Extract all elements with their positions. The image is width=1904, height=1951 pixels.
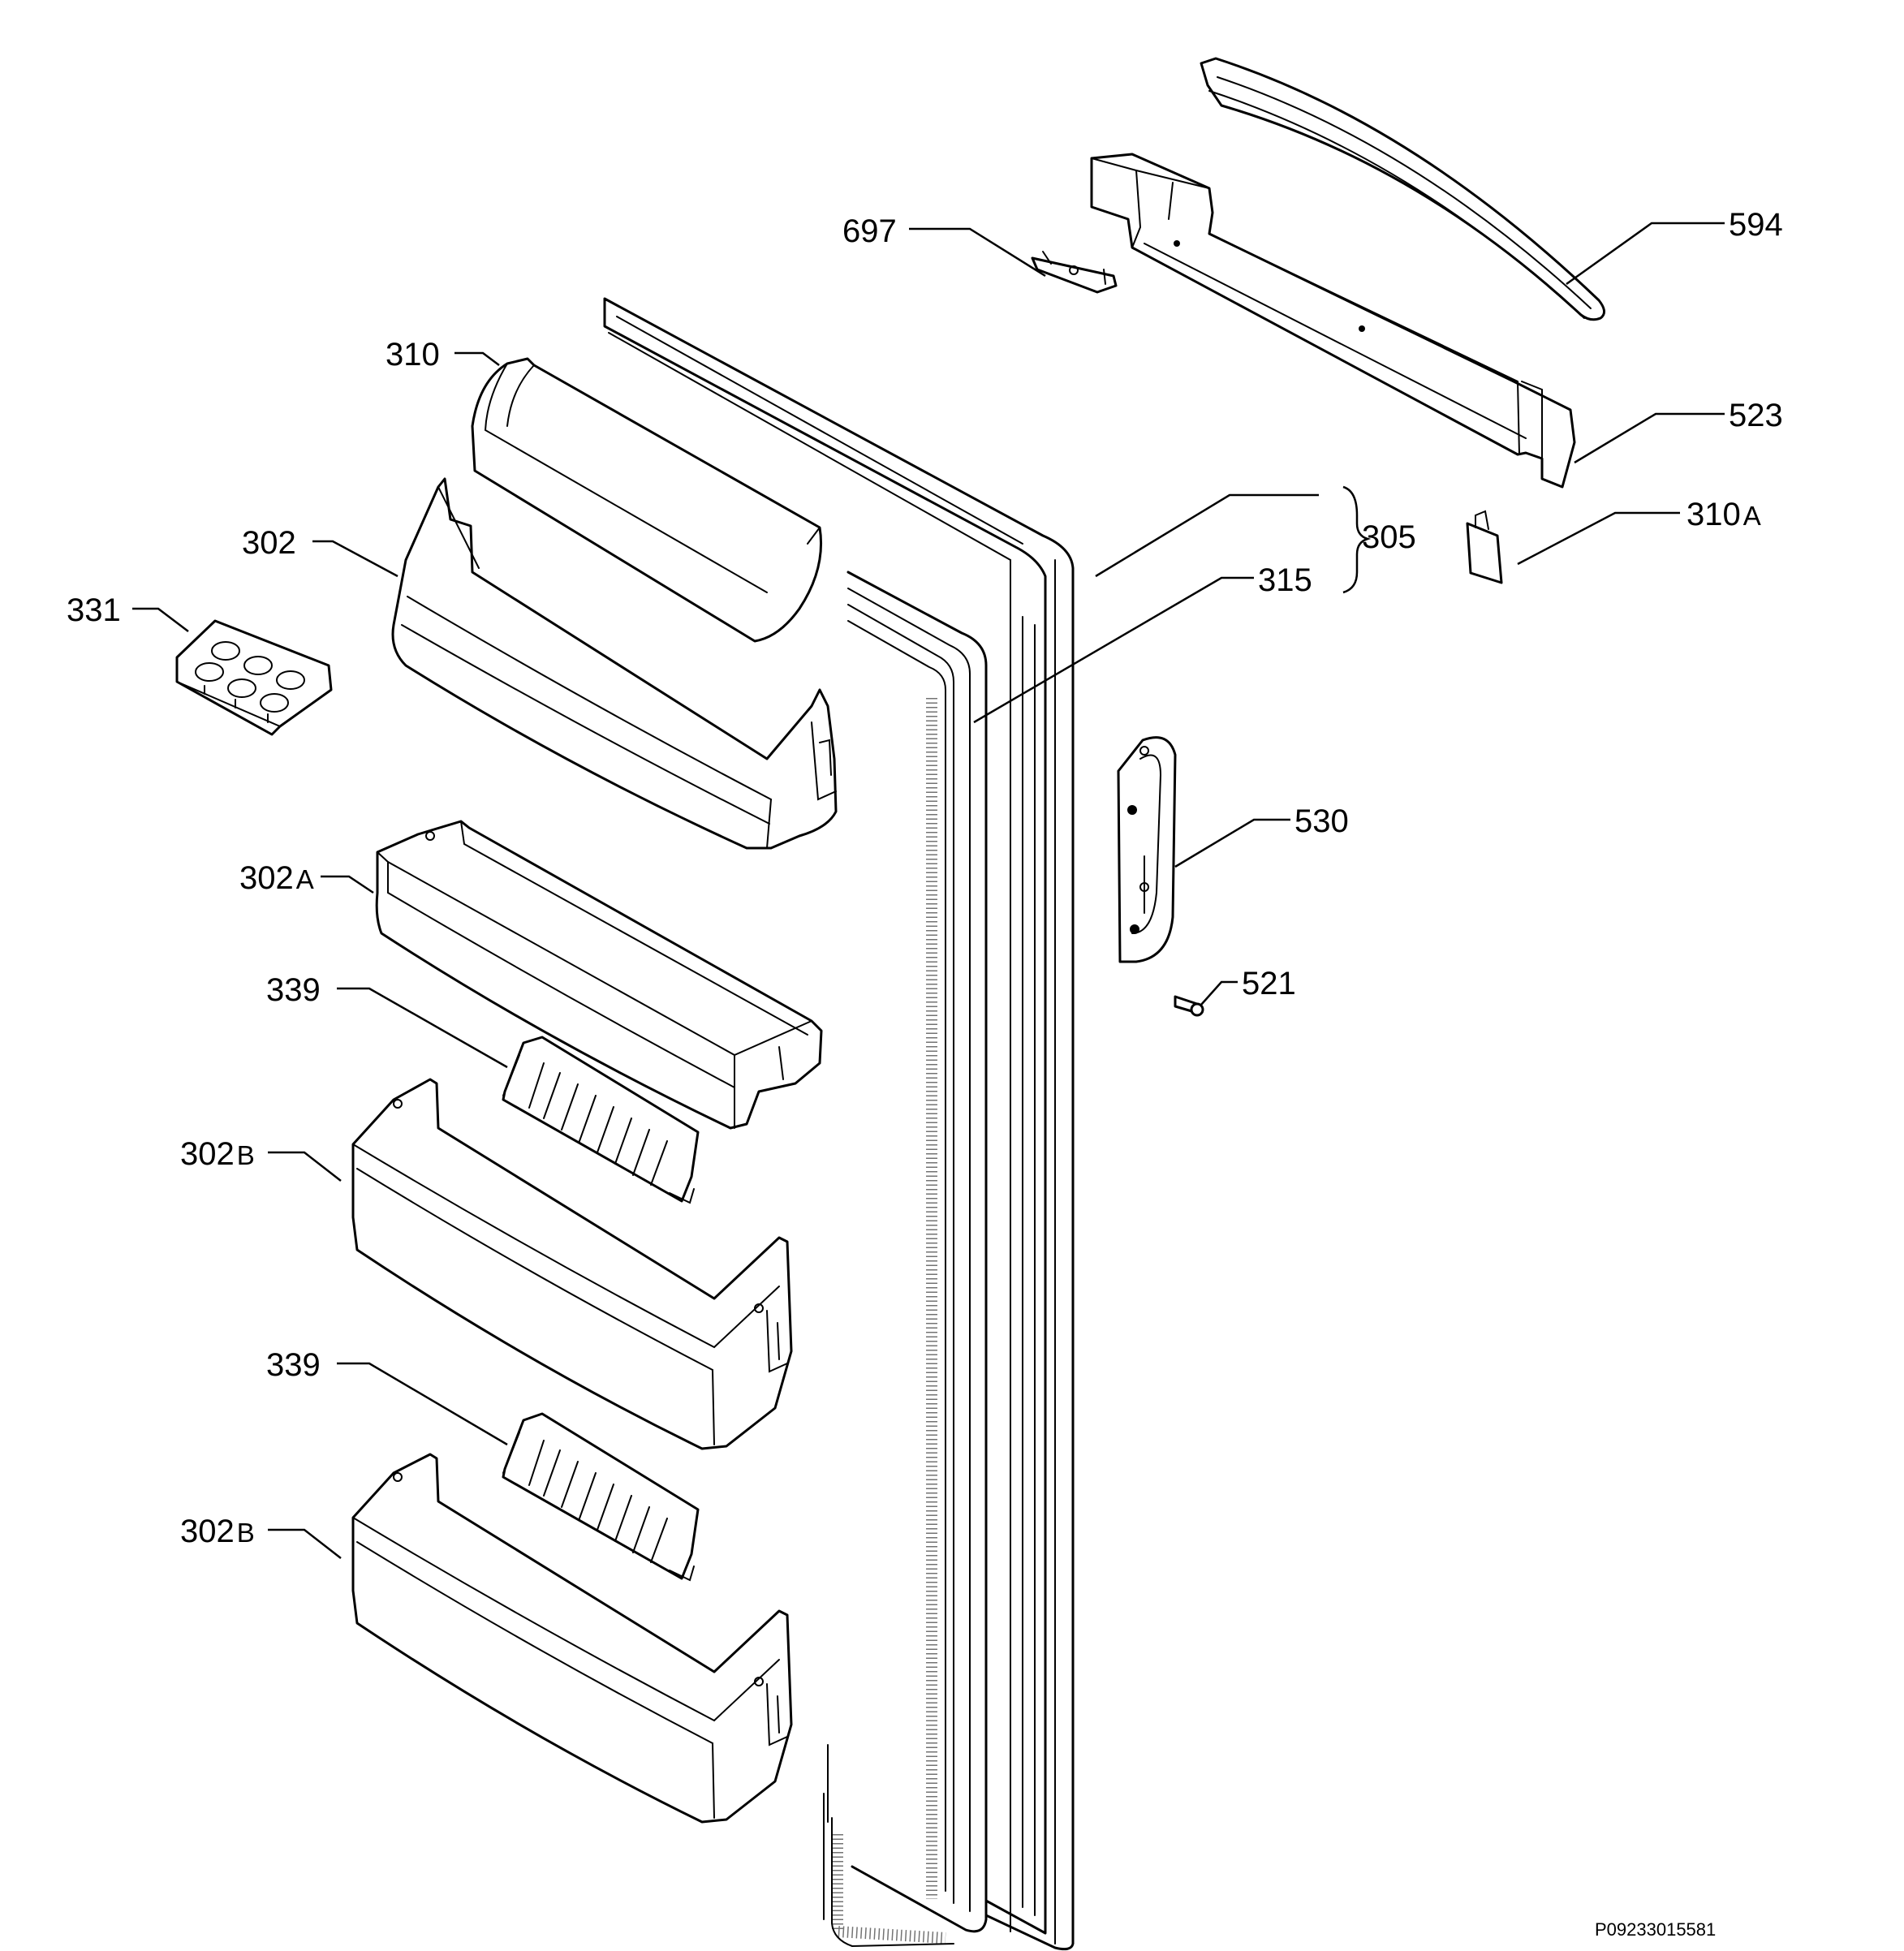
screw [1174, 995, 1204, 1017]
leader-315 [973, 576, 1254, 724]
callout-339-lower: 339 [266, 1347, 321, 1383]
door-shelf-b-lower [351, 1453, 793, 1824]
leader-302b-lower [268, 1528, 342, 1559]
egg-tray [175, 619, 333, 736]
callout-523: 523 [1729, 398, 1783, 433]
door-shelf-a [375, 820, 823, 1130]
callout-521: 521 [1242, 966, 1296, 1001]
callout-302b-lower: 302B [180, 1514, 255, 1549]
leader-310 [454, 351, 500, 366]
callout-339-upper: 339 [266, 972, 321, 1008]
top-cover [1200, 57, 1605, 321]
leader-697 [909, 227, 1046, 278]
leader-521 [1200, 980, 1238, 1006]
callout-302: 302 [242, 525, 296, 561]
leader-302a [321, 875, 374, 894]
door-shelf-b-upper [351, 1078, 793, 1450]
clip [1466, 510, 1503, 584]
callout-594: 594 [1729, 207, 1783, 243]
callout-310a: 310A [1686, 497, 1761, 532]
leader-339-lower [337, 1362, 508, 1446]
bottle-holder-upper [502, 1036, 700, 1204]
leader-331 [132, 607, 189, 632]
drawing-code: P09233015581 [1595, 1919, 1716, 1940]
leader-lines [132, 222, 1725, 1559]
callout-302b-upper: 302B [180, 1136, 255, 1172]
callout-310: 310 [386, 337, 440, 373]
callout-305: 305 [1362, 519, 1416, 555]
leader-310a [1517, 511, 1680, 566]
callout-302a: 302A [239, 860, 314, 896]
leader-339-upper [337, 987, 508, 1069]
door-shelf [391, 477, 838, 850]
callout-315: 315 [1258, 562, 1312, 598]
leader-302b-upper [268, 1151, 342, 1182]
leader-523 [1574, 412, 1725, 464]
door-handle [1117, 736, 1177, 963]
top-hinge-cover [1090, 153, 1576, 489]
leader-530 [1174, 818, 1290, 868]
leader-594 [1566, 222, 1725, 286]
callout-530: 530 [1294, 803, 1349, 839]
bottle-holder-lower [502, 1412, 700, 1582]
callout-697: 697 [842, 213, 897, 249]
callout-331: 331 [67, 592, 121, 628]
leader-302 [312, 540, 398, 578]
bracket [1031, 251, 1118, 294]
bracket-305 [1342, 485, 1372, 594]
shelf-flap [471, 357, 823, 643]
door-panel [603, 297, 1075, 1951]
door-gasket [823, 571, 1036, 1948]
callout-labels: 594 697 523 310 310A 305 315 302 331 530… [67, 207, 1783, 1549]
leader-305 [1095, 493, 1319, 578]
